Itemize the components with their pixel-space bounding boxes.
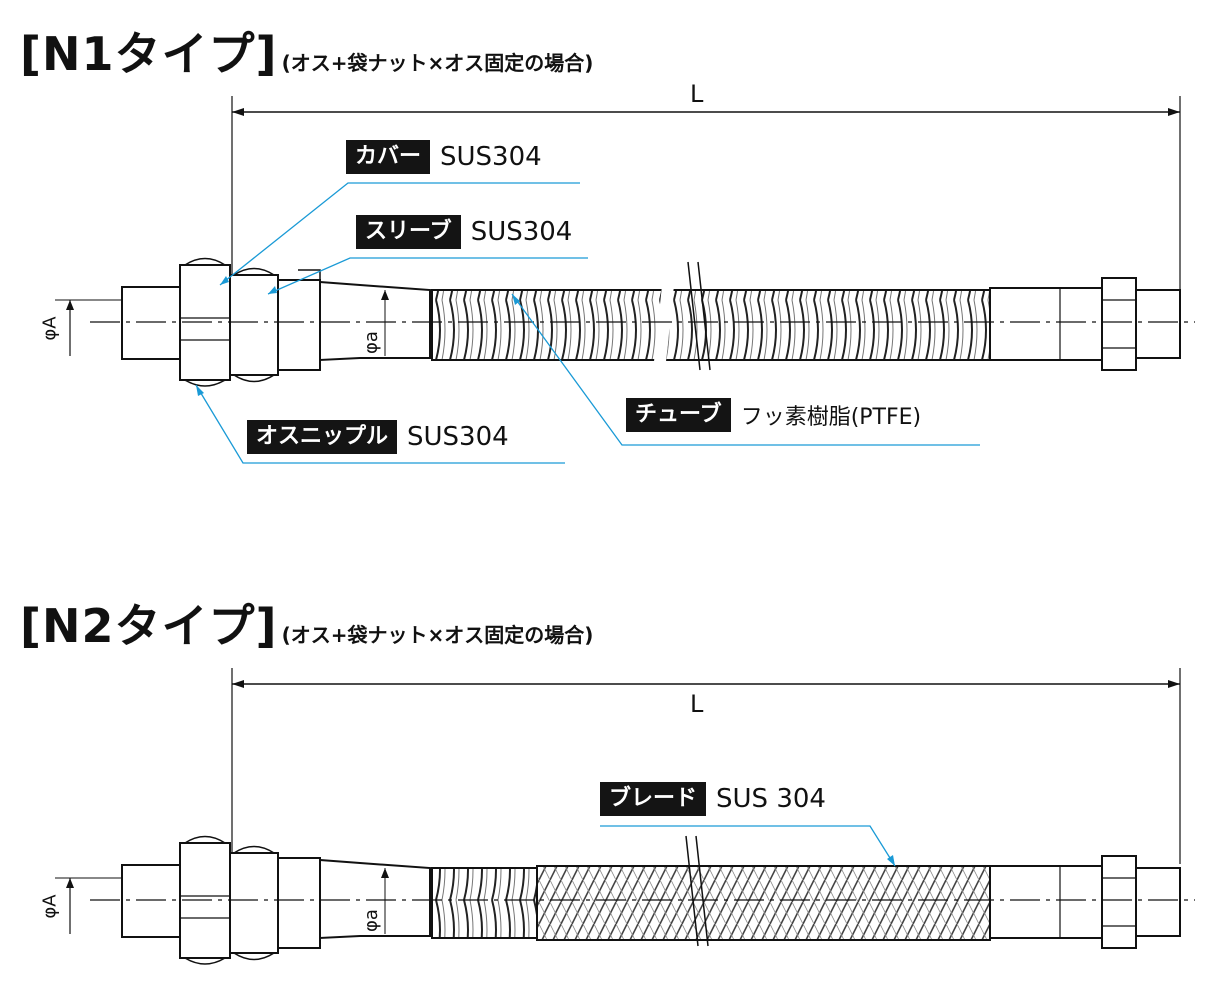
n2-dia-outer-label: φA: [39, 894, 61, 919]
n1-break: [687, 261, 711, 371]
n1-right-hex: [1101, 277, 1137, 371]
n2-leader-braid: [600, 825, 896, 867]
n1-right-body: [989, 287, 1103, 361]
n1-cover-material: SUS304: [440, 142, 542, 172]
n1-tube: [431, 289, 991, 361]
n1-cover-tag: カバー: [346, 140, 431, 174]
n1-leader-cover: [219, 182, 580, 286]
n1-sleeve: [319, 280, 431, 362]
n1-dia-outer-label: φA: [39, 316, 61, 341]
n2-sleeve: [319, 858, 431, 940]
n2-braid-tag: ブレード: [600, 782, 707, 816]
n1-nipple-material: SUS304: [407, 422, 509, 452]
n1-nipple-thread: [121, 286, 181, 360]
n1-label-cover: カバー SUS304: [346, 140, 542, 174]
n1-right-thread: [1135, 289, 1181, 359]
n2-braid: [536, 865, 991, 941]
n1-title: [N1タイプ] (オス+袋ナット×オス固定の場合): [20, 18, 593, 84]
n2-cap-nut: [229, 852, 279, 954]
n1-tube-material: フッ素樹脂(PTFE): [740, 405, 922, 430]
n2-drawing: [55, 668, 1195, 965]
n1-leader-nipple: [195, 384, 565, 464]
n1-body: [277, 279, 321, 371]
n1-title-main: [N1タイプ]: [20, 27, 278, 81]
n1-leader-sleeve: [267, 257, 588, 295]
n1-dia-inner-label: φa: [360, 331, 382, 354]
n2-dia-inner-label: φa: [360, 909, 382, 932]
n2-title-sub: (オス+袋ナット×オス固定の場合): [281, 623, 594, 647]
n2-braid-material: SUS 304: [716, 784, 826, 814]
n2-title-main: [N2タイプ]: [20, 599, 278, 653]
n2-right-hex: [1101, 855, 1137, 949]
n1-label-nipple: オスニップル SUS304: [247, 420, 509, 454]
n2-nipple-thread: [121, 864, 181, 938]
n2-tube: [431, 867, 538, 939]
n1-label-sleeve: スリーブ SUS304: [356, 215, 572, 249]
n2-break: [685, 835, 709, 947]
n1-cap-nut: [229, 274, 279, 376]
n2-title: [N2タイプ] (オス+袋ナット×オス固定の場合): [20, 590, 593, 656]
n1-tube-tag: チューブ: [626, 398, 731, 432]
n1-nipple-tag: オスニップル: [247, 420, 398, 454]
n1-drawing: [55, 96, 1195, 464]
n2-label-braid: ブレード SUS 304: [600, 782, 826, 816]
n2-length-label: L: [690, 690, 704, 718]
n1-leader-tube: [511, 293, 980, 446]
n2-right-thread: [1135, 867, 1181, 937]
n1-length-label: L: [690, 80, 704, 108]
n2-body: [277, 857, 321, 949]
n2-right-body: [989, 865, 1103, 939]
n1-sleeve-tag: スリーブ: [356, 215, 461, 249]
n1-sleeve-material: SUS304: [470, 217, 573, 247]
n1-label-tube: チューブ フッ素樹脂(PTFE): [626, 398, 921, 432]
n1-title-sub: (オス+袋ナット×オス固定の場合): [281, 51, 594, 75]
